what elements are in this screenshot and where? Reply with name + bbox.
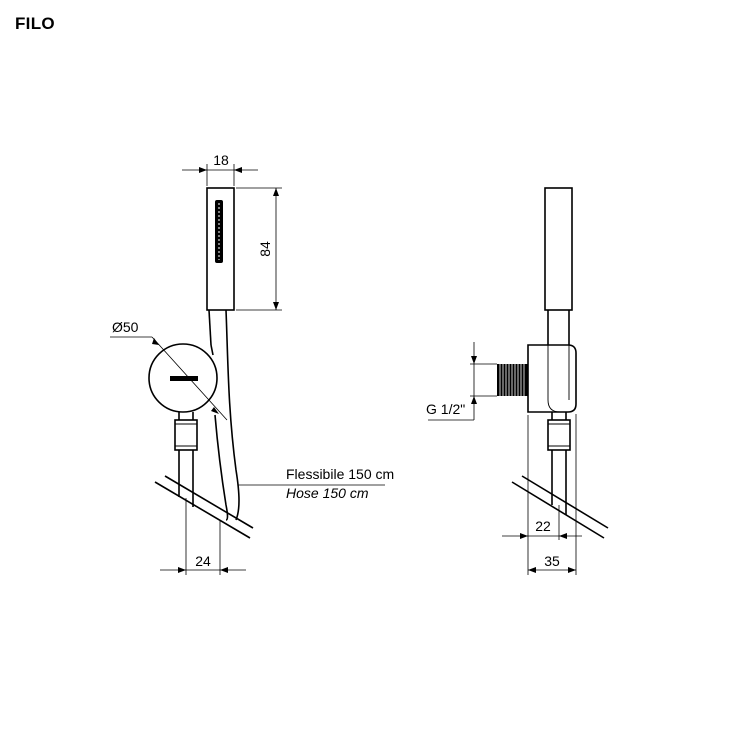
hose-left-upper	[208, 309, 212, 346]
side-coupling	[547, 419, 571, 451]
dim-handle-height: 84	[257, 241, 273, 257]
side-handle	[544, 187, 573, 311]
hose-coupling	[174, 419, 198, 451]
hose-label-italian: Flessibile 150 cm	[286, 466, 394, 482]
wall-knob	[148, 343, 218, 413]
dim-spacing-24: 24	[195, 553, 211, 569]
dim-depth-22: 22	[535, 518, 551, 534]
dim-thread: G 1/2"	[426, 401, 465, 417]
wall-bracket	[527, 344, 577, 413]
wall-line	[154, 481, 251, 539]
front-view: 18 84 Ø50 Flessibile 150 cm Hose 150 cm …	[110, 152, 394, 575]
side-wall-line	[511, 481, 605, 539]
side-view: G 1/2" 22 35	[426, 187, 609, 575]
product-title: FILO	[15, 14, 55, 33]
dim-depth-35: 35	[544, 553, 560, 569]
knob-marking	[170, 376, 198, 381]
threaded-inlet	[497, 364, 528, 396]
hose-outer	[225, 309, 240, 521]
hand-shower-handle	[206, 187, 235, 311]
dim-knob-diameter: Ø50	[112, 319, 139, 335]
hose-label-english: Hose 150 cm	[286, 485, 369, 501]
hose-inner	[214, 414, 229, 521]
dim-handle-width: 18	[213, 152, 229, 168]
